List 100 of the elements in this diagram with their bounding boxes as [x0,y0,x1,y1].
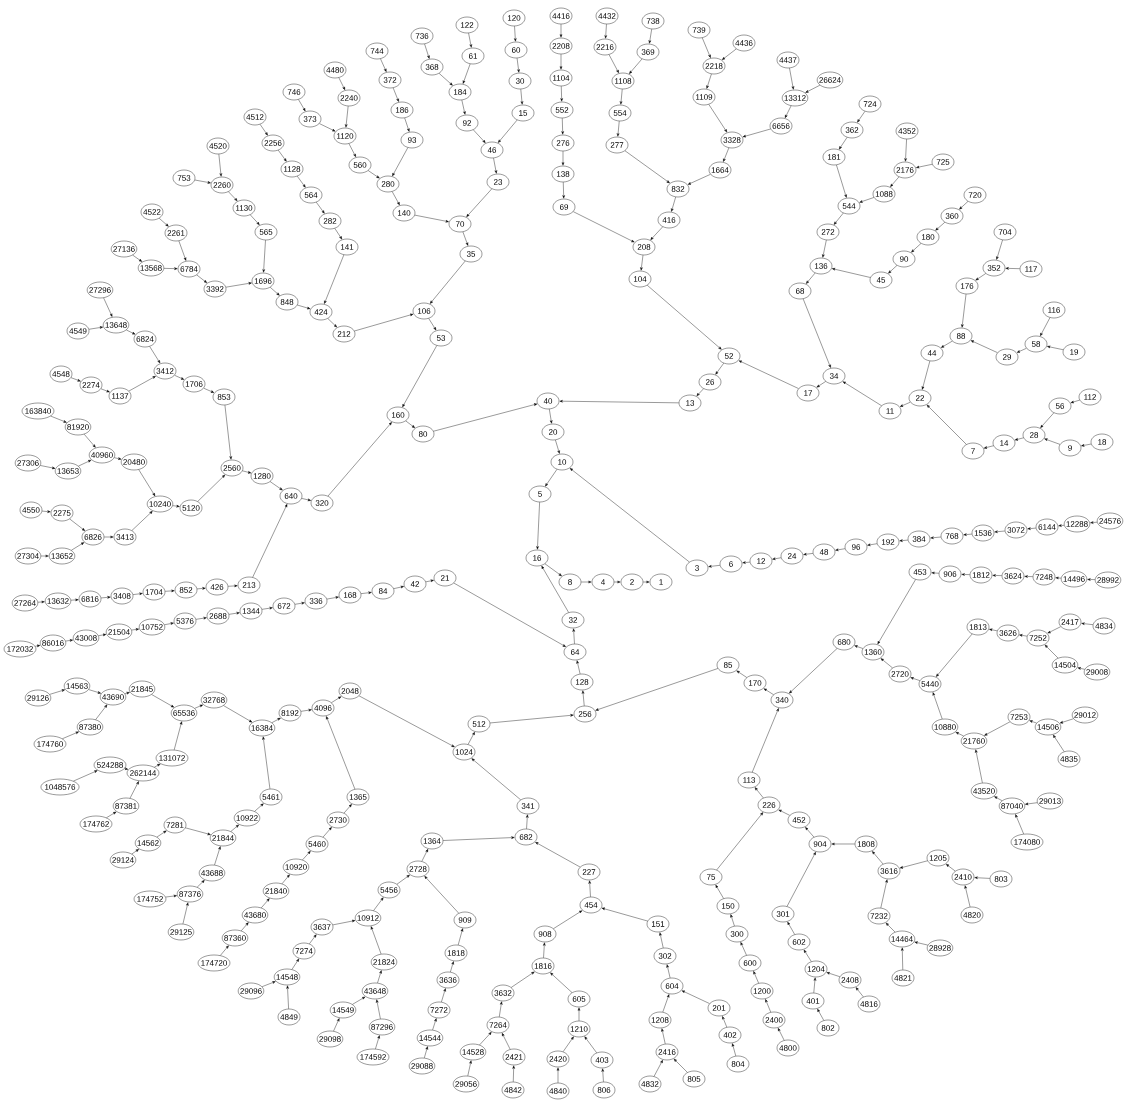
arrow [911,243,922,253]
arrow [961,293,967,328]
arrow [88,689,101,694]
arrow [961,573,971,576]
arrow [424,876,459,914]
arrow [1029,720,1037,724]
arrow [787,921,795,935]
arrow [624,150,670,184]
arrow [872,851,884,865]
arrow [1059,718,1074,724]
arrow [405,420,415,428]
arrow [132,254,143,262]
arrow [327,422,392,497]
arrow [1014,437,1024,441]
arrow [261,898,270,909]
arrow [393,585,404,589]
arrow [511,971,535,988]
arrow [227,584,238,588]
arrow [250,214,260,225]
arrow [584,1036,597,1053]
arrow [722,1016,727,1028]
arrow [163,267,178,270]
arrow [298,99,306,112]
arrow [100,388,110,393]
arrow [1019,634,1028,637]
arrow [404,117,410,132]
arrow [103,297,113,317]
arrow [880,658,893,669]
arrow [316,202,325,214]
arrow [326,716,356,790]
arrow [154,763,161,768]
arrow [1040,412,1055,428]
arrow [131,849,139,855]
arrow [572,628,575,644]
arrow [1044,644,1059,659]
arrow [309,934,317,944]
arrow [671,196,676,212]
arrow [65,639,73,642]
arrow [543,942,546,958]
arrow [326,596,339,600]
arrow [731,1043,736,1057]
arrow [88,326,103,330]
arrow [715,884,724,899]
arrow [106,811,117,818]
arrow [453,582,566,647]
arrow [230,824,239,832]
arrow [561,118,564,135]
arrow [904,139,907,162]
arrow [493,157,498,174]
arrow [327,318,337,328]
arrow [855,987,864,998]
arrow [164,589,175,593]
arrow [294,602,305,605]
arrow [376,999,381,1020]
arrow [241,922,249,931]
arrow [297,176,306,188]
arrow [172,504,180,508]
arrow [392,147,409,177]
arrow [429,260,466,304]
arrow [291,958,300,970]
arrow [989,628,998,632]
arrow [715,363,724,375]
arrow [806,272,816,284]
arrow [1070,399,1080,404]
arrow [499,1001,503,1018]
arrow [324,254,345,304]
arrow [955,732,964,737]
arrow [588,880,591,897]
arrow [662,994,670,1013]
arrow [498,119,518,143]
arrow [835,548,846,551]
arrow [78,459,92,467]
arrow [462,63,471,84]
arrow [640,254,644,271]
arrow [438,73,453,86]
arrow [619,89,623,105]
arrow [174,375,185,380]
arrow [458,928,464,946]
arrow [269,481,283,491]
arrow [545,469,558,487]
arrow [702,37,711,58]
arrow [899,539,909,542]
arrow [98,633,107,637]
arrow [754,787,764,799]
arrow [763,688,774,695]
arrow [1047,345,1064,350]
arrow [433,403,538,432]
arrow [151,694,175,708]
arrow [100,596,111,599]
arrow [738,360,799,389]
arrow [555,439,560,454]
arrow [197,474,226,502]
arrow [1081,622,1094,625]
arrow [196,274,208,283]
arrow [467,1060,472,1077]
arrow [813,977,817,994]
arrow [461,99,466,115]
arrow [653,1059,663,1077]
arrow [156,830,167,838]
arrow [138,469,156,497]
